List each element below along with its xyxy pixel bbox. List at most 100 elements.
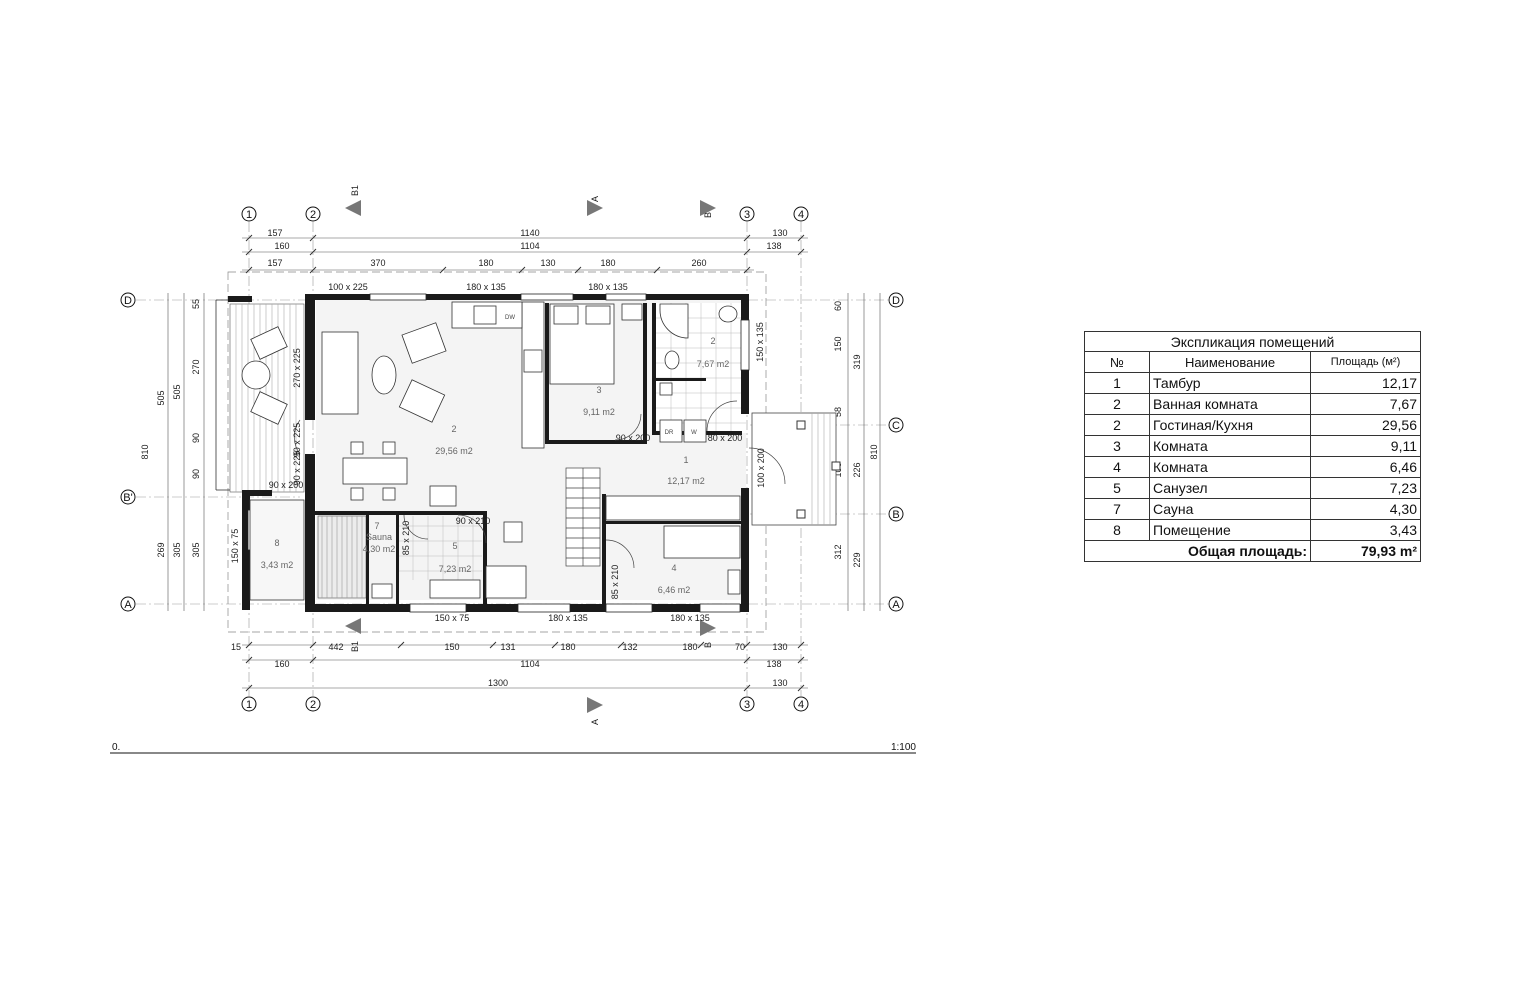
bathtub: [485, 565, 527, 599]
table-row: 2 Гостиная/Кухня 29,56: [1084, 414, 1421, 436]
washer: [683, 419, 707, 443]
toilet: [503, 521, 523, 543]
section-arrow: [587, 200, 603, 216]
dim-text: 90: [191, 433, 201, 443]
opening-label: 90 x 210: [456, 516, 491, 526]
dim-text: 370: [370, 258, 385, 268]
room-number: 2: [710, 336, 715, 346]
dim-text: 505: [172, 384, 182, 399]
dryer: [659, 419, 683, 443]
table-row: 1 Тамбур 12,17: [1084, 372, 1421, 394]
row-no: 3: [1084, 435, 1150, 457]
axis-label: D: [892, 295, 900, 307]
dim-text: 810: [140, 444, 150, 459]
header-area: Площадь (м²): [1310, 351, 1421, 373]
opening-label: 150 x 75: [230, 529, 240, 564]
row-area: 12,17: [1310, 372, 1421, 394]
room-number: 3: [596, 385, 601, 395]
shower: [659, 303, 689, 339]
header-name: Наименование: [1149, 351, 1311, 373]
table-row: 7 Сауна 4,30: [1084, 498, 1421, 520]
section-arrow: [700, 620, 716, 636]
row-area: 6,46: [1310, 456, 1421, 478]
dim-text: 150: [444, 642, 459, 652]
table-title-row: Экспликация помещений: [1084, 331, 1421, 352]
row-area: 29,56: [1310, 414, 1421, 436]
dim-text: 157: [267, 258, 282, 268]
sauna-bench: [317, 515, 367, 599]
dim-text: 70: [735, 642, 745, 652]
opening-label: 100 x 225: [328, 282, 368, 292]
room-number: 4: [671, 563, 676, 573]
dim-text: 1300: [488, 678, 508, 688]
opening-label: 85 x 210: [610, 565, 620, 600]
table-row: 3 Комната 9,11: [1084, 435, 1421, 457]
dim-text: 150: [833, 336, 843, 351]
dim-text: 312: [833, 544, 843, 559]
axis-bubble-d-left: [120, 292, 136, 308]
opening-label: 180 x 135: [548, 613, 588, 623]
opening-label: 100 x 200: [756, 448, 766, 488]
dim-text: 138: [766, 659, 781, 669]
row-area: 7,23: [1310, 477, 1421, 499]
axis-bubble-b1-left: [120, 489, 136, 505]
dim-text: 130: [772, 642, 787, 652]
axis-label: B': [123, 492, 132, 504]
room-area: 3,43 m2: [261, 560, 294, 570]
dim-text: 305: [172, 542, 182, 557]
dim-text: 15: [231, 642, 241, 652]
total-value: 79,93 m²: [1310, 540, 1421, 562]
fixture-label: DW: [505, 315, 515, 321]
dining-table: [342, 457, 408, 485]
table-row: 8 Помещение 3,43: [1084, 519, 1421, 541]
axis-label: 2: [310, 209, 316, 221]
round-table: [241, 360, 271, 390]
opening-label: 270 x 225: [292, 348, 302, 388]
dim-text: 130: [772, 678, 787, 688]
dim-text: 229: [852, 552, 862, 567]
dim-text: 270: [191, 359, 201, 374]
axis-label: D: [124, 295, 132, 307]
fixture-label: W: [691, 430, 697, 436]
room-area: 4,30 m2: [363, 544, 396, 554]
row-name: Комната: [1149, 435, 1311, 457]
dim-text: 157: [267, 228, 282, 238]
dim-text: 319: [852, 354, 862, 369]
bed: [663, 525, 741, 559]
armchair: [401, 322, 447, 364]
axis-bubble-a-right: [888, 596, 904, 612]
axis-label: 4: [798, 699, 804, 711]
axis-bubble-4-bottom: [793, 696, 809, 712]
row-name: Помещение: [1149, 519, 1311, 541]
axis-label: B: [892, 509, 899, 521]
table-total-row: Общая площадь: 79,93 m²: [1084, 540, 1421, 562]
sofa: [321, 331, 359, 415]
wardrobe: [605, 495, 741, 521]
dim-text: 1104: [520, 241, 539, 251]
dim-text: 132: [622, 642, 637, 652]
section-label: B1: [350, 185, 360, 196]
level-label: 0.: [112, 742, 120, 753]
opening-label: 85 x 210: [401, 521, 411, 556]
dim-text: 305: [191, 542, 201, 557]
axis-bubble-1-bottom: [241, 696, 257, 712]
dim-text: 60: [833, 301, 843, 311]
furniture: [241, 301, 741, 601]
axis-bubble-b-right: [888, 506, 904, 522]
header-no: №: [1084, 351, 1150, 373]
opening-label: 150 x 75: [435, 613, 470, 623]
dim-text: 90: [191, 469, 201, 479]
axis-label: 1: [246, 699, 252, 711]
row-no: 7: [1084, 498, 1150, 520]
dim-text: 138: [766, 241, 781, 251]
room-number: 1: [683, 455, 688, 465]
opening-label: 180 x 135: [588, 282, 628, 292]
room-number: 5: [452, 541, 457, 551]
staircase: [565, 467, 601, 567]
dim-text: 505: [156, 390, 166, 405]
row-name: Комната: [1149, 456, 1311, 478]
dim-text: 1140: [520, 228, 539, 238]
dim-text: 180: [560, 642, 575, 652]
dim-text: 58: [833, 407, 843, 417]
opening-label: 90 x 200: [616, 433, 651, 443]
